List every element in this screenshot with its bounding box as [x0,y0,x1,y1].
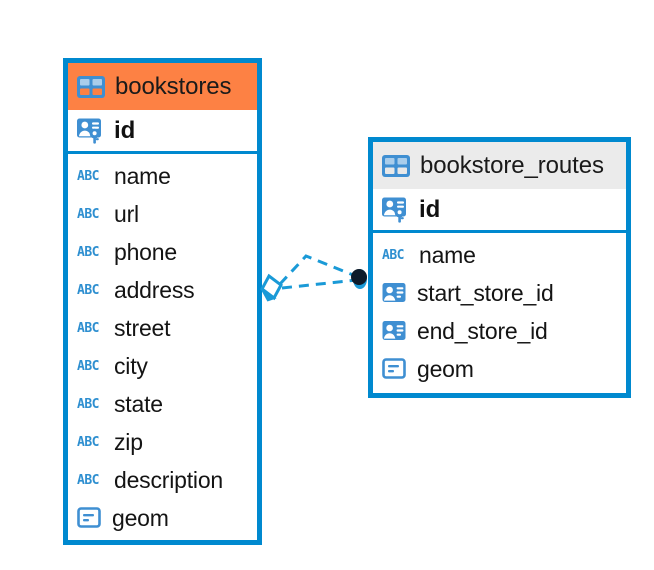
field-row-id[interactable]: id [68,110,257,154]
relationship-connector[interactable] [258,240,378,315]
field-label-address: address [114,276,195,303]
relationship-line-lower [281,278,358,290]
field-row-street[interactable]: ABC street [68,309,257,347]
field-row-name[interactable]: ABC name [373,236,626,274]
field-list-bookstores: ABC name ABC url ABC phone ABC [68,154,257,537]
field-row-geom[interactable]: geom [68,499,257,537]
field-row-url[interactable]: ABC url [68,195,257,233]
entity-header-bookstores[interactable]: bookstores [68,63,257,110]
field-row-city[interactable]: ABC city [68,347,257,385]
foreign-key-icon [382,282,408,304]
foreign-key-icon [382,320,408,342]
table-icon [77,75,105,98]
field-label-phone: phone [114,238,177,265]
abc-icon: ABC [77,244,99,260]
field-row-state[interactable]: ABC state [68,385,257,423]
field-list-bookstore-routes: ABC name start_store_id [373,233,626,388]
field-label-geom: geom [112,504,169,531]
abc-icon: ABC [77,320,99,336]
field-row-end-store-id[interactable]: end_store_id [373,312,626,350]
abc-icon: ABC [77,472,99,488]
field-row-id[interactable]: id [373,189,626,233]
field-label-url: url [114,200,139,227]
field-row-address[interactable]: ABC address [68,271,257,309]
relationship-target-circle [351,269,367,289]
abc-icon: ABC [77,396,99,412]
field-row-start-store-id[interactable]: start_store_id [373,274,626,312]
table-icon [382,154,410,177]
field-label-id: id [114,116,136,144]
relationship-source-diamond [260,273,283,302]
abc-icon: ABC [77,358,99,374]
abc-icon: ABC [77,434,99,450]
field-row-zip[interactable]: ABC zip [68,423,257,461]
entity-title-bookstore-routes: bookstore_routes [420,151,604,179]
field-label-street: street [114,314,171,341]
entity-bookstores[interactable]: bookstores id [63,58,262,545]
field-label-description: description [114,466,224,493]
entity-header-bookstore-routes[interactable]: bookstore_routes [373,142,626,189]
field-row-name[interactable]: ABC name [68,157,257,195]
abc-icon: ABC [77,168,99,184]
field-label-city: city [114,352,148,379]
abc-icon: ABC [382,247,404,263]
field-label-state: state [114,390,163,417]
field-label-name: name [419,241,476,268]
entity-bookstore-routes[interactable]: bookstore_routes [368,137,631,398]
primary-key-icon [77,118,105,144]
field-row-description[interactable]: ABC description [68,461,257,499]
abc-icon: ABC [77,206,99,222]
field-row-geom[interactable]: geom [373,350,626,388]
abc-icon: ABC [77,282,99,298]
field-row-phone[interactable]: ABC phone [68,233,257,271]
relationship-line-upper [278,254,359,286]
geometry-icon [382,357,408,381]
geometry-icon [77,506,103,530]
field-label-geom: geom [417,355,474,382]
field-label-end-store-id: end_store_id [417,317,548,344]
field-label-start-store-id: start_store_id [417,279,554,306]
field-label-zip: zip [114,428,143,455]
field-label-id: id [419,195,441,223]
entity-title-bookstores: bookstores [115,72,232,100]
primary-key-icon [382,197,410,223]
field-label-name: name [114,162,171,189]
